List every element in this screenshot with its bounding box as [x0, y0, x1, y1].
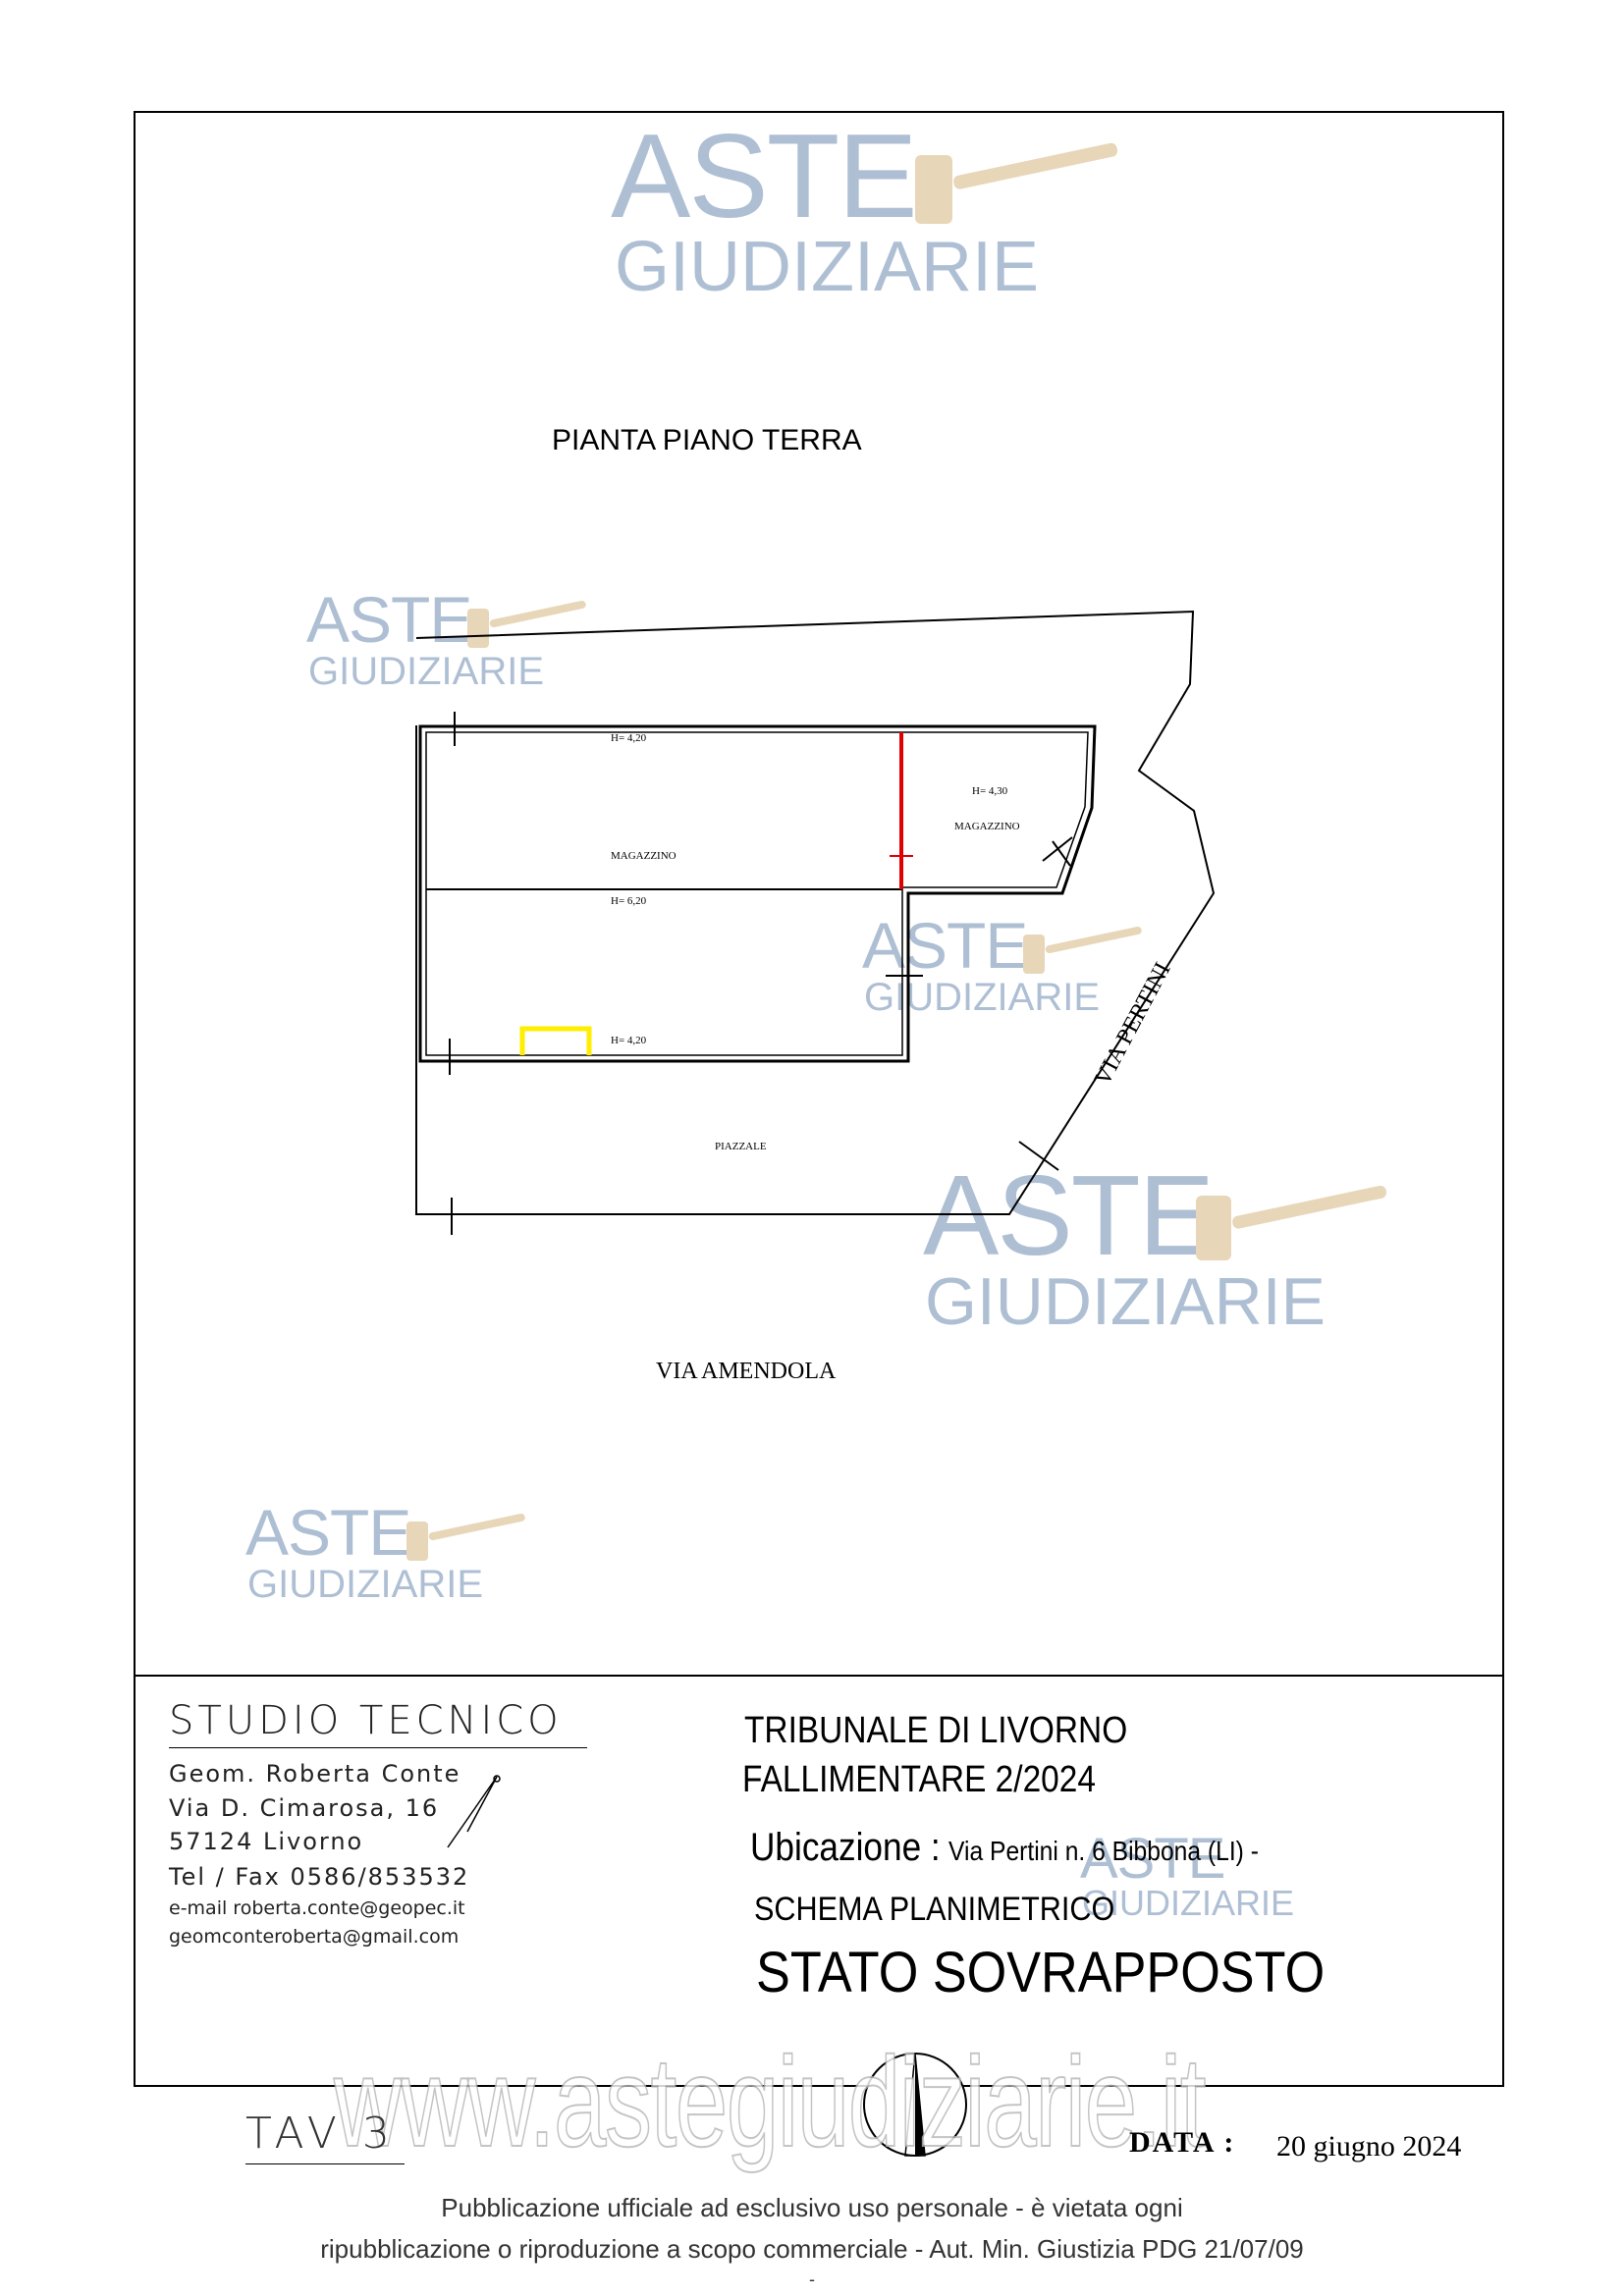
watermark-logo-top: ASTE GIUDIZIARIE — [611, 116, 1121, 312]
lot-boundary — [415, 610, 1216, 1215]
plan-title: PIANTA PIANO TERRA — [552, 424, 862, 456]
watermark-logo-small-1: ASTE GIUDIZIARIE — [306, 587, 591, 695]
height-label: H= 4,20 — [611, 732, 647, 744]
sheet-frame — [134, 111, 1504, 2087]
watermark-logo-small-3: ASTE GIUDIZIARIE — [245, 1500, 530, 1608]
gavel-icon — [1023, 926, 1142, 974]
new-opening — [519, 1026, 592, 1055]
sheet-number: TAV 3 — [245, 2109, 396, 2159]
studio-heading: STUDIO TECNICO — [169, 1698, 563, 1743]
sheet-number-underline — [245, 2163, 405, 2164]
watermark-website: www.astegiudiziarie.it — [333, 2029, 1207, 2174]
watermark-logo-small-2: ASTE GIUDIZIARIE — [862, 913, 1147, 1021]
watermark-giudiziarie-word: GIUDIZIARIE — [925, 1264, 1326, 1339]
studio-phone: Tel / Fax 0586/853532 — [169, 1863, 470, 1891]
studio-email-pec: e-mail roberta.conte@geopec.it — [169, 1897, 465, 1919]
watermark-giudiziarie-word: GIUDIZIARIE — [308, 650, 545, 693]
north-arrow-icon — [863, 2053, 967, 2157]
height-label: H= 4,30 — [972, 785, 1008, 797]
watermark-aste-word: ASTE — [1080, 1827, 1225, 1891]
footer-notice-line1: Pubblicazione ufficiale ad esclusivo uso… — [441, 2193, 1183, 2222]
studio-name: Geom. Roberta Conte — [169, 1760, 461, 1788]
title-block-divider — [134, 1675, 1502, 1677]
schema-label: SCHEMA PLANIMETRICO — [754, 1891, 1115, 1928]
footer-notice-line2: ripubblicazione o riproduzione a scopo c… — [320, 2234, 1304, 2264]
studio-address: Via D. Cimarosa, 16 — [169, 1794, 440, 1822]
watermark-aste-word: ASTE — [245, 1496, 411, 1569]
watermark-giudiziarie-word: GIUDIZIARIE — [864, 976, 1101, 1019]
room-label: MAGAZZINO — [954, 821, 1020, 832]
watermark-aste-word: ASTE — [306, 583, 472, 656]
yard-label: PIAZZALE — [715, 1141, 767, 1152]
gavel-icon — [1196, 1185, 1387, 1260]
height-label: H= 6,20 — [611, 895, 647, 907]
gavel-icon — [915, 142, 1118, 224]
watermark-giudiziarie-word: GIUDIZIARIE — [615, 228, 1040, 306]
date-label: DATA : — [1129, 2126, 1236, 2159]
watermark-logo-small-4: ASTE GIUDIZIARIE — [1080, 1831, 1335, 1929]
procedure-number: FALLIMENTARE 2/2024 — [742, 1759, 1096, 1800]
building-outer-wall — [418, 724, 1097, 1063]
court-name: TRIBUNALE DI LIVORNO — [744, 1710, 1128, 1751]
watermark-giudiziarie-word: GIUDIZIARIE — [247, 1563, 484, 1606]
room-label: MAGAZZINO — [611, 850, 677, 862]
gavel-icon — [467, 600, 586, 648]
studio-city: 57124 Livorno — [169, 1828, 364, 1855]
date-value: 20 giugno 2024 — [1276, 2130, 1462, 2163]
height-label: H= 4,20 — [611, 1035, 647, 1046]
compass-drafting-icon — [447, 1775, 501, 1848]
watermark-logo-medium: ASTE GIUDIZIARIE — [923, 1158, 1394, 1345]
studio-heading-underline — [169, 1747, 587, 1748]
street-label-amendola: VIA AMENDOLA — [656, 1359, 837, 1384]
location-value: Via Pertini n. 6 Bibbona (LI) - — [948, 1836, 1259, 1866]
watermark-giudiziarie-word: GIUDIZIARIE — [1082, 1883, 1295, 1923]
location-label: Ubicazione : — [750, 1826, 941, 1869]
watermark-aste-word: ASTE — [862, 909, 1028, 982]
watermark-aste-word: ASTE — [611, 109, 918, 242]
building-inner-wall — [425, 731, 1089, 1056]
state-label: STATO SOVRAPPOSTO — [756, 1941, 1326, 2004]
studio-email: geomconteroberta@gmail.com — [169, 1926, 460, 1948]
footer-notice-line3: - — [809, 2269, 815, 2289]
gavel-icon — [406, 1513, 525, 1561]
